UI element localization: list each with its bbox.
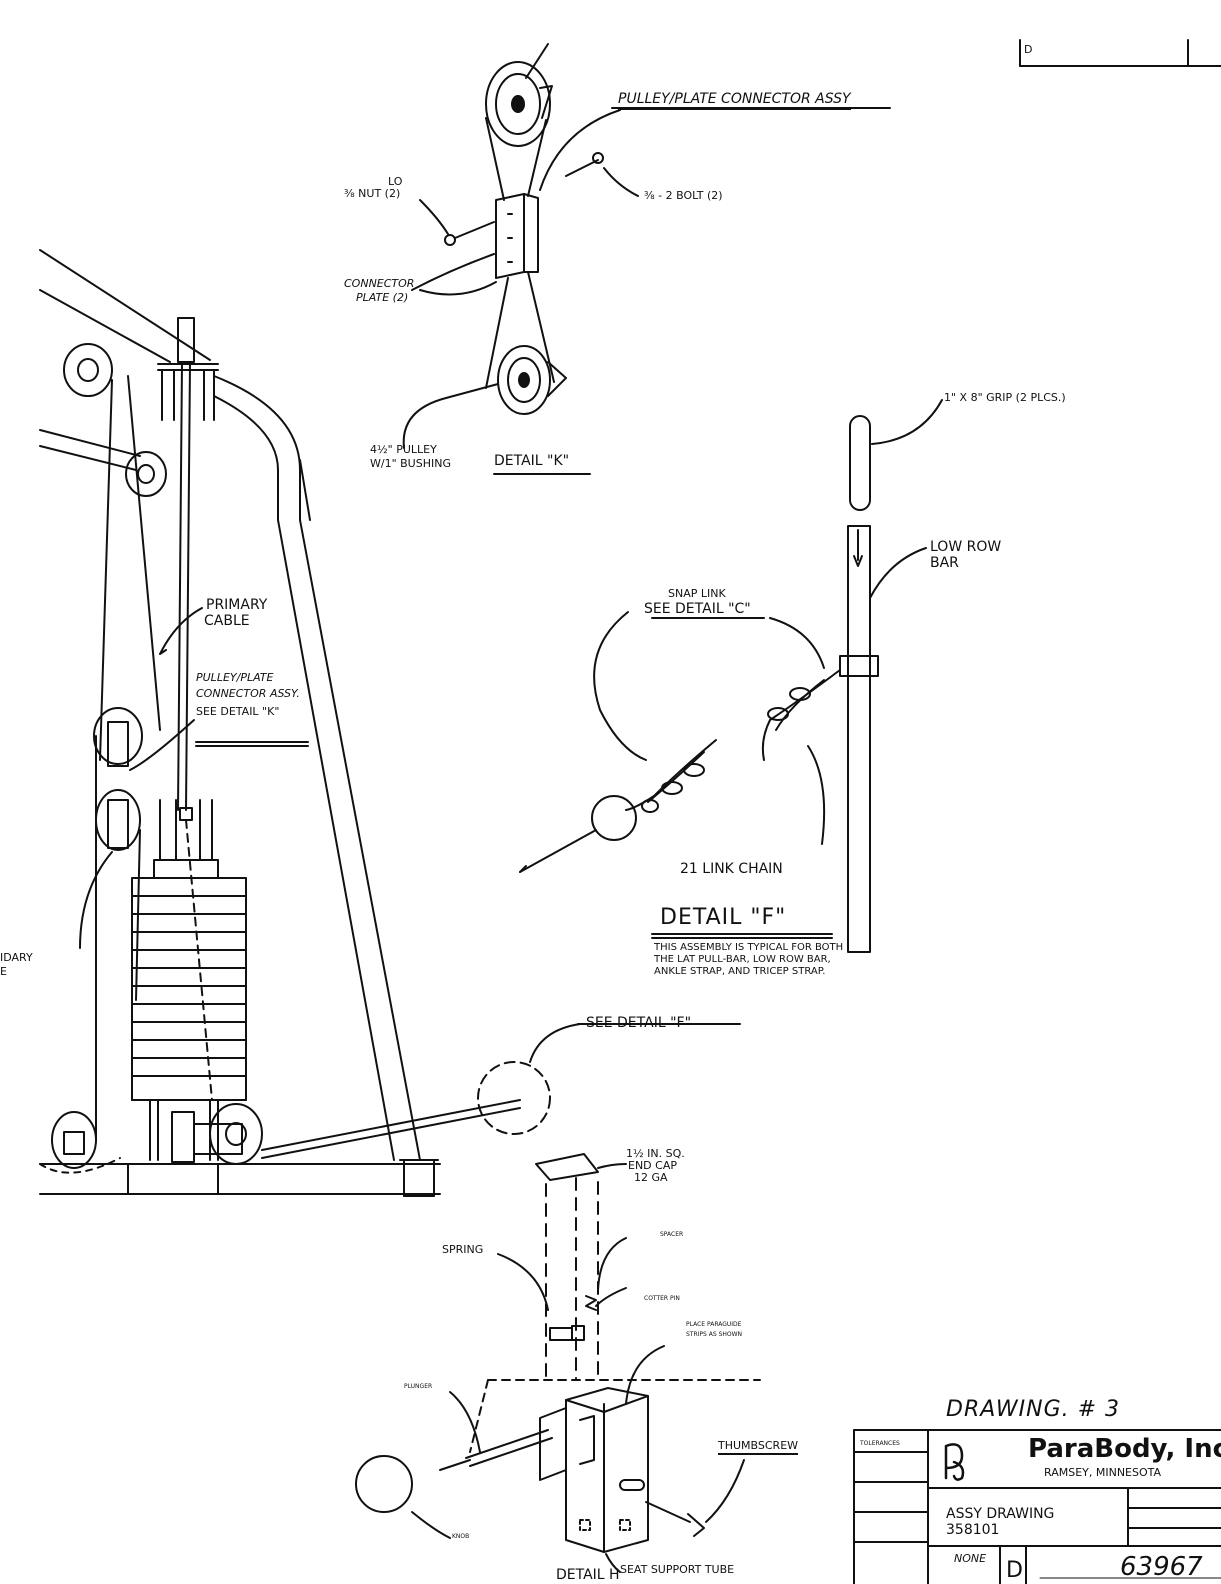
drawing-number: 63967 <box>1120 1552 1203 1582</box>
detail-k-title: DETAIL "K" <box>494 453 570 469</box>
cable-label: CABLE <box>204 613 250 629</box>
detail-h-drawing <box>355 1153 761 1573</box>
thumbscrew-label: THUMBSCREW <box>718 1440 799 1455</box>
pulley-plate-connector-assy-label: PULLEY/PLATE CONNECTOR ASSY <box>618 92 851 110</box>
detail-f-title: DETAIL "F" <box>660 905 787 930</box>
pulley-plate-label: PULLEY/PLATE <box>196 671 274 684</box>
seat-support-tube-label: SEAT SUPPORT TUBE <box>620 1563 735 1576</box>
paraguide-label: PLACE PARAGUIDE <box>686 1321 742 1328</box>
detail-h-title: DETAIL H <box>556 1567 620 1583</box>
see-detail-f-label: SEE DETAIL "F" <box>586 1015 692 1031</box>
snap-link-label: SNAP LINK <box>668 587 726 600</box>
company-name: ParaBody, Inc <box>1028 1434 1221 1464</box>
see-detail-k-label: SEE DETAIL "K" <box>196 705 280 718</box>
corner-box <box>1019 39 1221 67</box>
lo-label: LO <box>388 175 403 188</box>
knob-label: KNOB <box>452 1533 470 1540</box>
bar-label: BAR <box>930 555 959 571</box>
tolerances-label: TOLERANCES <box>860 1440 900 1447</box>
end-cap-gauge-label: 12 GA <box>634 1171 668 1184</box>
primary-label: PRIMARY <box>206 597 268 613</box>
drawing-title-line2: 358101 <box>946 1522 1000 1538</box>
low-row-label: LOW ROW <box>930 539 1002 555</box>
chain-label: 21 LINK CHAIN <box>680 861 783 877</box>
secondary-cable-label-partial: E <box>0 965 7 978</box>
scale-value: NONE <box>954 1552 987 1565</box>
end-cap-size-label: 1½ IN. SQ. <box>626 1147 685 1160</box>
end-cap-label: END CAP <box>628 1159 677 1172</box>
detail-f-drawing <box>519 399 943 953</box>
plunger-label: PLUNGER <box>404 1383 433 1390</box>
spacer-label: SPACER <box>660 1231 684 1238</box>
secondary-label-partial: IDARY <box>0 951 33 964</box>
sheet-size: D <box>1006 1558 1023 1583</box>
bolt-label: ⅜ - 2 BOLT (2) <box>644 189 723 202</box>
strips-label: STRIPS AS SHOWN <box>686 1331 743 1338</box>
nut-label: ⅜ NUT (2) <box>344 187 401 200</box>
corner-box-label: D <box>1024 43 1033 56</box>
drawing-title-line1: ASSY DRAWING <box>946 1506 1055 1522</box>
company-location: RAMSEY, MINNESOTA <box>1044 1466 1162 1479</box>
bushing-label: W/1" BUSHING <box>370 457 451 470</box>
connector-plate-label: PLATE (2) <box>356 291 409 304</box>
connector-assy-label: CONNECTOR ASSY. <box>196 687 300 700</box>
detail-f-note: THIS ASSEMBLY IS TYPICAL FOR BOTH THE LA… <box>654 942 844 977</box>
grip-label: 1" X 8" GRIP (2 PLCS.) <box>944 391 1066 404</box>
spring-label: SPRING <box>442 1243 484 1256</box>
connector-label: CONNECTOR <box>344 277 415 290</box>
title-block-grid <box>853 1429 1221 1584</box>
cotter-pin-label: COTTER PIN <box>644 1295 680 1302</box>
drawing-number-label: DRAWING. # 3 <box>946 1397 1121 1422</box>
machine-frame <box>39 249 741 1197</box>
pulley-size-label: 4½" PULLEY <box>370 443 437 456</box>
see-detail-c-label: SEE DETAIL "C" <box>644 601 751 617</box>
